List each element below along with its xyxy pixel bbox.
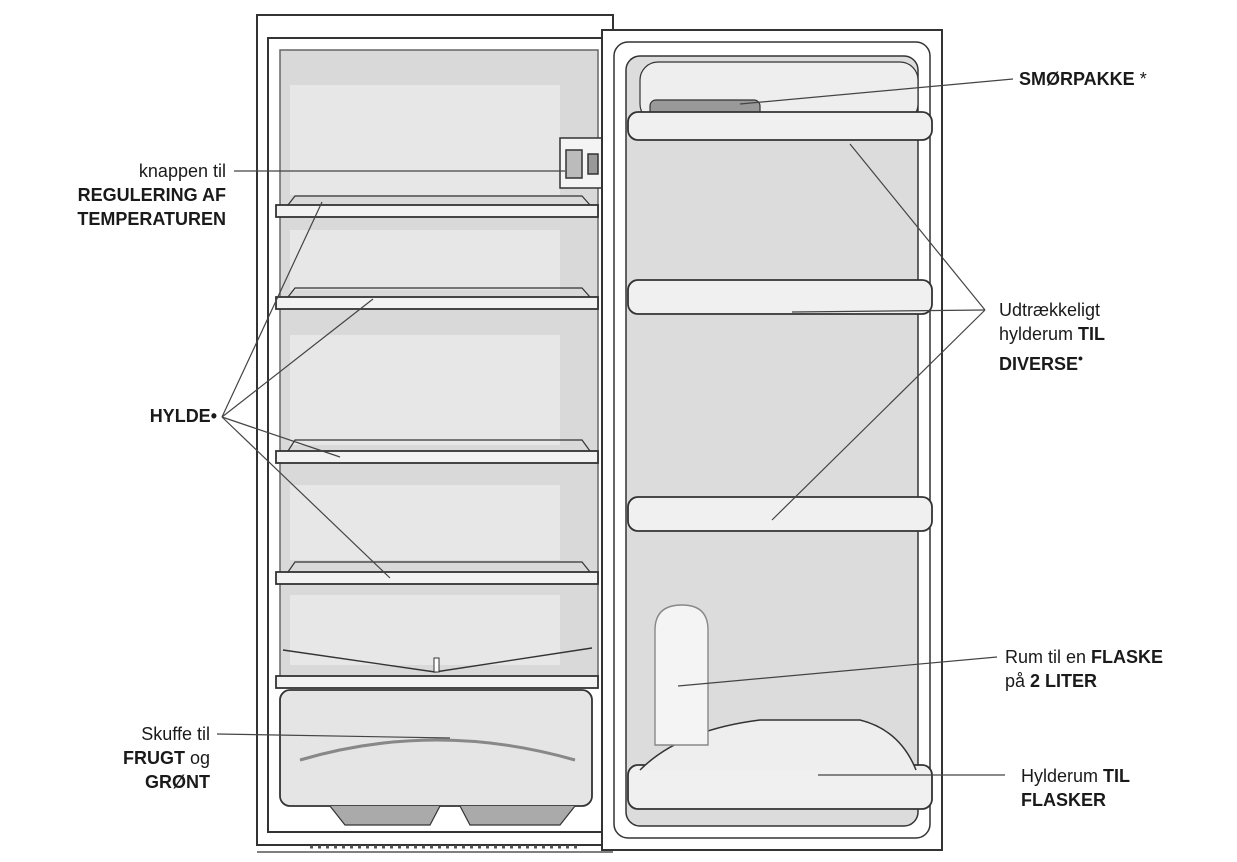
bottle-holder: [654, 604, 709, 746]
bottle-shelf-line1b: TIL: [1103, 766, 1131, 786]
butter-bold: SMØRPAKKE: [1019, 69, 1135, 89]
label-butter: SMØRPAKKE *: [1019, 67, 1147, 91]
leader-lines: [216, 78, 1014, 776]
label-bottle-2l: Rum til en FLASKE på 2 LITER: [1005, 645, 1163, 693]
shelf-1: [275, 204, 599, 218]
door-rack-4: [627, 764, 933, 810]
label-temperature-control: knappen til REGULERING AF TEMPERATUREN: [40, 159, 226, 231]
butter-rest: *: [1134, 69, 1147, 89]
door-rack-sup: •: [1078, 350, 1083, 366]
crisper-rest1: og: [184, 748, 210, 768]
label-bottle-shelf: Hylderum TIL FLASKER: [1021, 764, 1130, 812]
temp-control-line1: knappen til: [138, 161, 226, 181]
shelf-label-text: HYLDE•: [149, 406, 217, 426]
temp-control-line3: TEMPERATUREN: [77, 209, 226, 229]
crisper-line1: Skuffe til: [141, 724, 210, 744]
label-crisper: Skuffe til FRUGT og GRØNT: [40, 722, 210, 794]
door-rack-1: [627, 111, 933, 141]
label-shelf: HYLDE•: [40, 404, 217, 428]
crisper-bold1: FRUGT: [122, 748, 185, 768]
door-rack-line2b: TIL: [1078, 324, 1106, 344]
door-rack-line2a: hylderum: [999, 324, 1079, 344]
door-rack-line1: Udtrækkeligt: [999, 300, 1101, 320]
label-door-rack: Udtrækkeligt hylderum TIL DIVERSE•: [999, 298, 1105, 376]
bottle-shelf-line1a: Hylderum: [1021, 766, 1104, 786]
temperature-knob: [559, 137, 603, 189]
crisper-line3: GRØNT: [145, 772, 210, 792]
door-rack-2: [627, 279, 933, 315]
shelf-2: [275, 296, 599, 310]
bottle-line1b: FLASKE: [1091, 647, 1164, 667]
temp-control-line2: REGULERING AF: [77, 185, 226, 205]
bottle-line1a: Rum til en: [1005, 647, 1092, 667]
fridge-shelves: [275, 195, 599, 585]
door-racks: [627, 111, 933, 810]
shelf-3: [275, 450, 599, 464]
bottom-vent: [257, 845, 613, 853]
shelf-4: [275, 571, 599, 585]
crisper-drawer: [275, 647, 599, 826]
door-rack-3: [627, 496, 933, 532]
bottle-shelf-line2: FLASKER: [1021, 790, 1106, 810]
door-rack-line3: DIVERSE: [999, 354, 1079, 374]
bottle-line2a: på: [1005, 671, 1031, 691]
bottle-line2b: 2 LITER: [1030, 671, 1098, 691]
